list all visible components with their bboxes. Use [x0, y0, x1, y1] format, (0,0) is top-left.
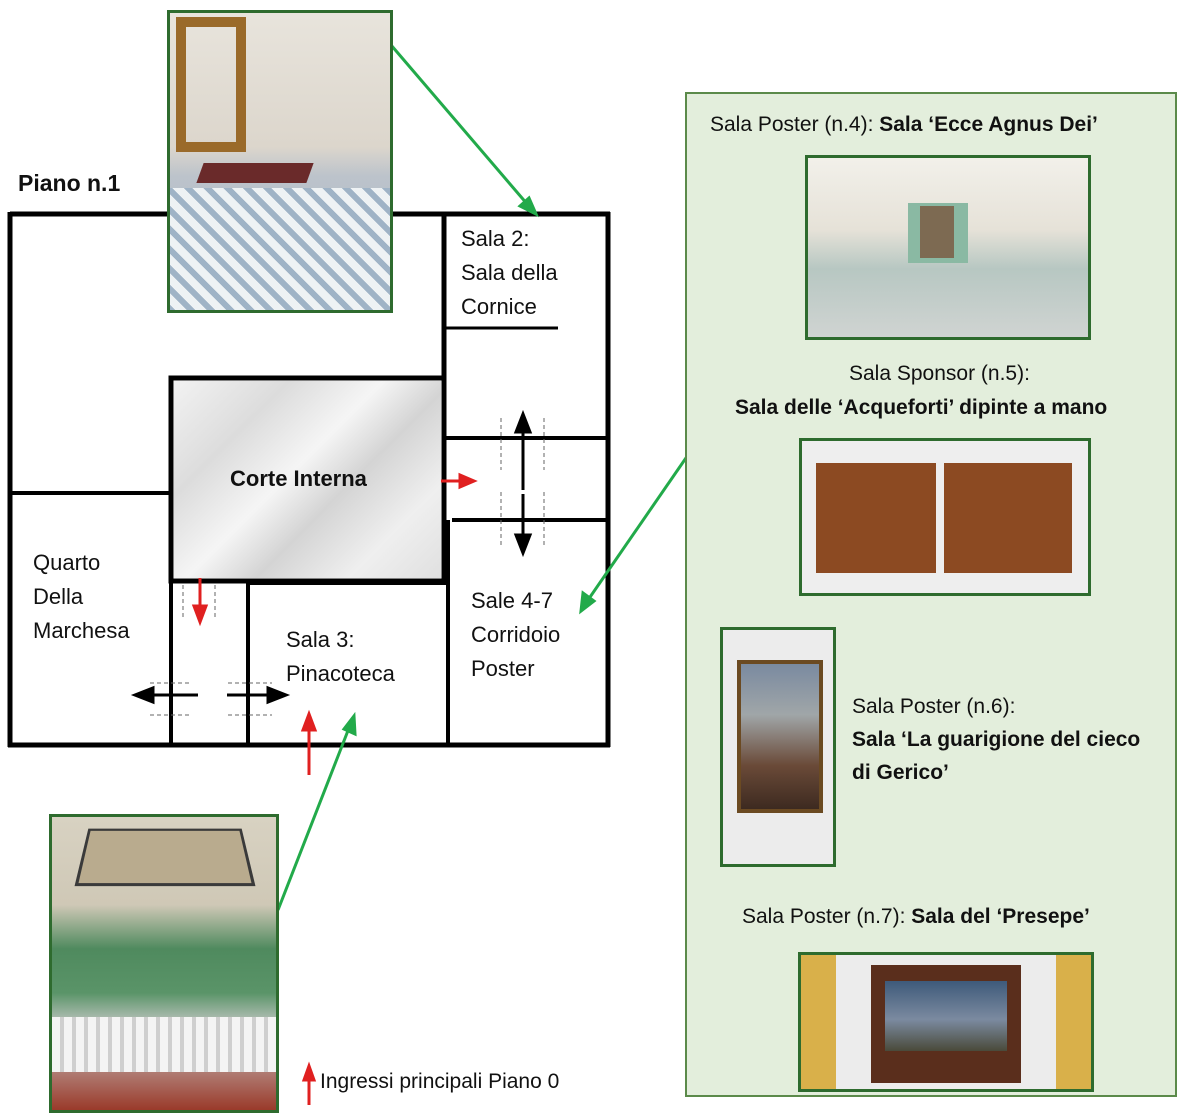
- sala-5-title-1: Sala Sponsor (n.5):: [849, 362, 1030, 385]
- sala-4-title: Sala Poster (n.4): Sala ‘Ecce Agnus Dei’: [710, 113, 1098, 136]
- floor-title: Piano n.1: [18, 170, 121, 196]
- photo-sala-cornice: [167, 10, 393, 313]
- sala-6-title-1: Sala Poster (n.6):: [852, 695, 1016, 718]
- corte-interna-label: Corte Interna: [230, 466, 367, 491]
- corte-interna-marble: [174, 381, 441, 578]
- legend-label: Ingressi principali Piano 0: [320, 1070, 560, 1093]
- carpet-shape: [196, 163, 314, 183]
- board-left: [816, 463, 936, 573]
- sala-5-title-2: Sala delle ‘Acqueforti’ dipinte a mano: [735, 396, 1108, 419]
- board-right: [944, 463, 1072, 573]
- photo-presepe: [798, 952, 1094, 1092]
- photo-ecce-agnus-dei: [805, 155, 1091, 340]
- sala-3-label: Sala 3:Pinacoteca: [286, 627, 395, 686]
- photo-guarigione: [720, 627, 836, 867]
- chairs-shape: [52, 1017, 276, 1072]
- presepe-scene: [885, 981, 1007, 1051]
- painting-shape: [920, 206, 954, 258]
- ceiling-shape: [74, 828, 256, 887]
- painting-guarigione: [737, 660, 823, 813]
- sala-6-title-3: di Gerico’: [852, 761, 949, 784]
- sala-6-title-2: Sala ‘La guarigione del cieco: [852, 728, 1141, 751]
- photo-pinacoteca: [49, 814, 279, 1113]
- photo-acqueforti: [799, 438, 1091, 596]
- rooms-panel: Sala Poster (n.4): Sala ‘Ecce Agnus Dei’…: [685, 92, 1177, 1097]
- floor-tiles: [170, 188, 390, 310]
- frame-shape: [176, 17, 246, 152]
- sala-7-title: Sala Poster (n.7): Sala del ‘Presepe’: [742, 905, 1090, 928]
